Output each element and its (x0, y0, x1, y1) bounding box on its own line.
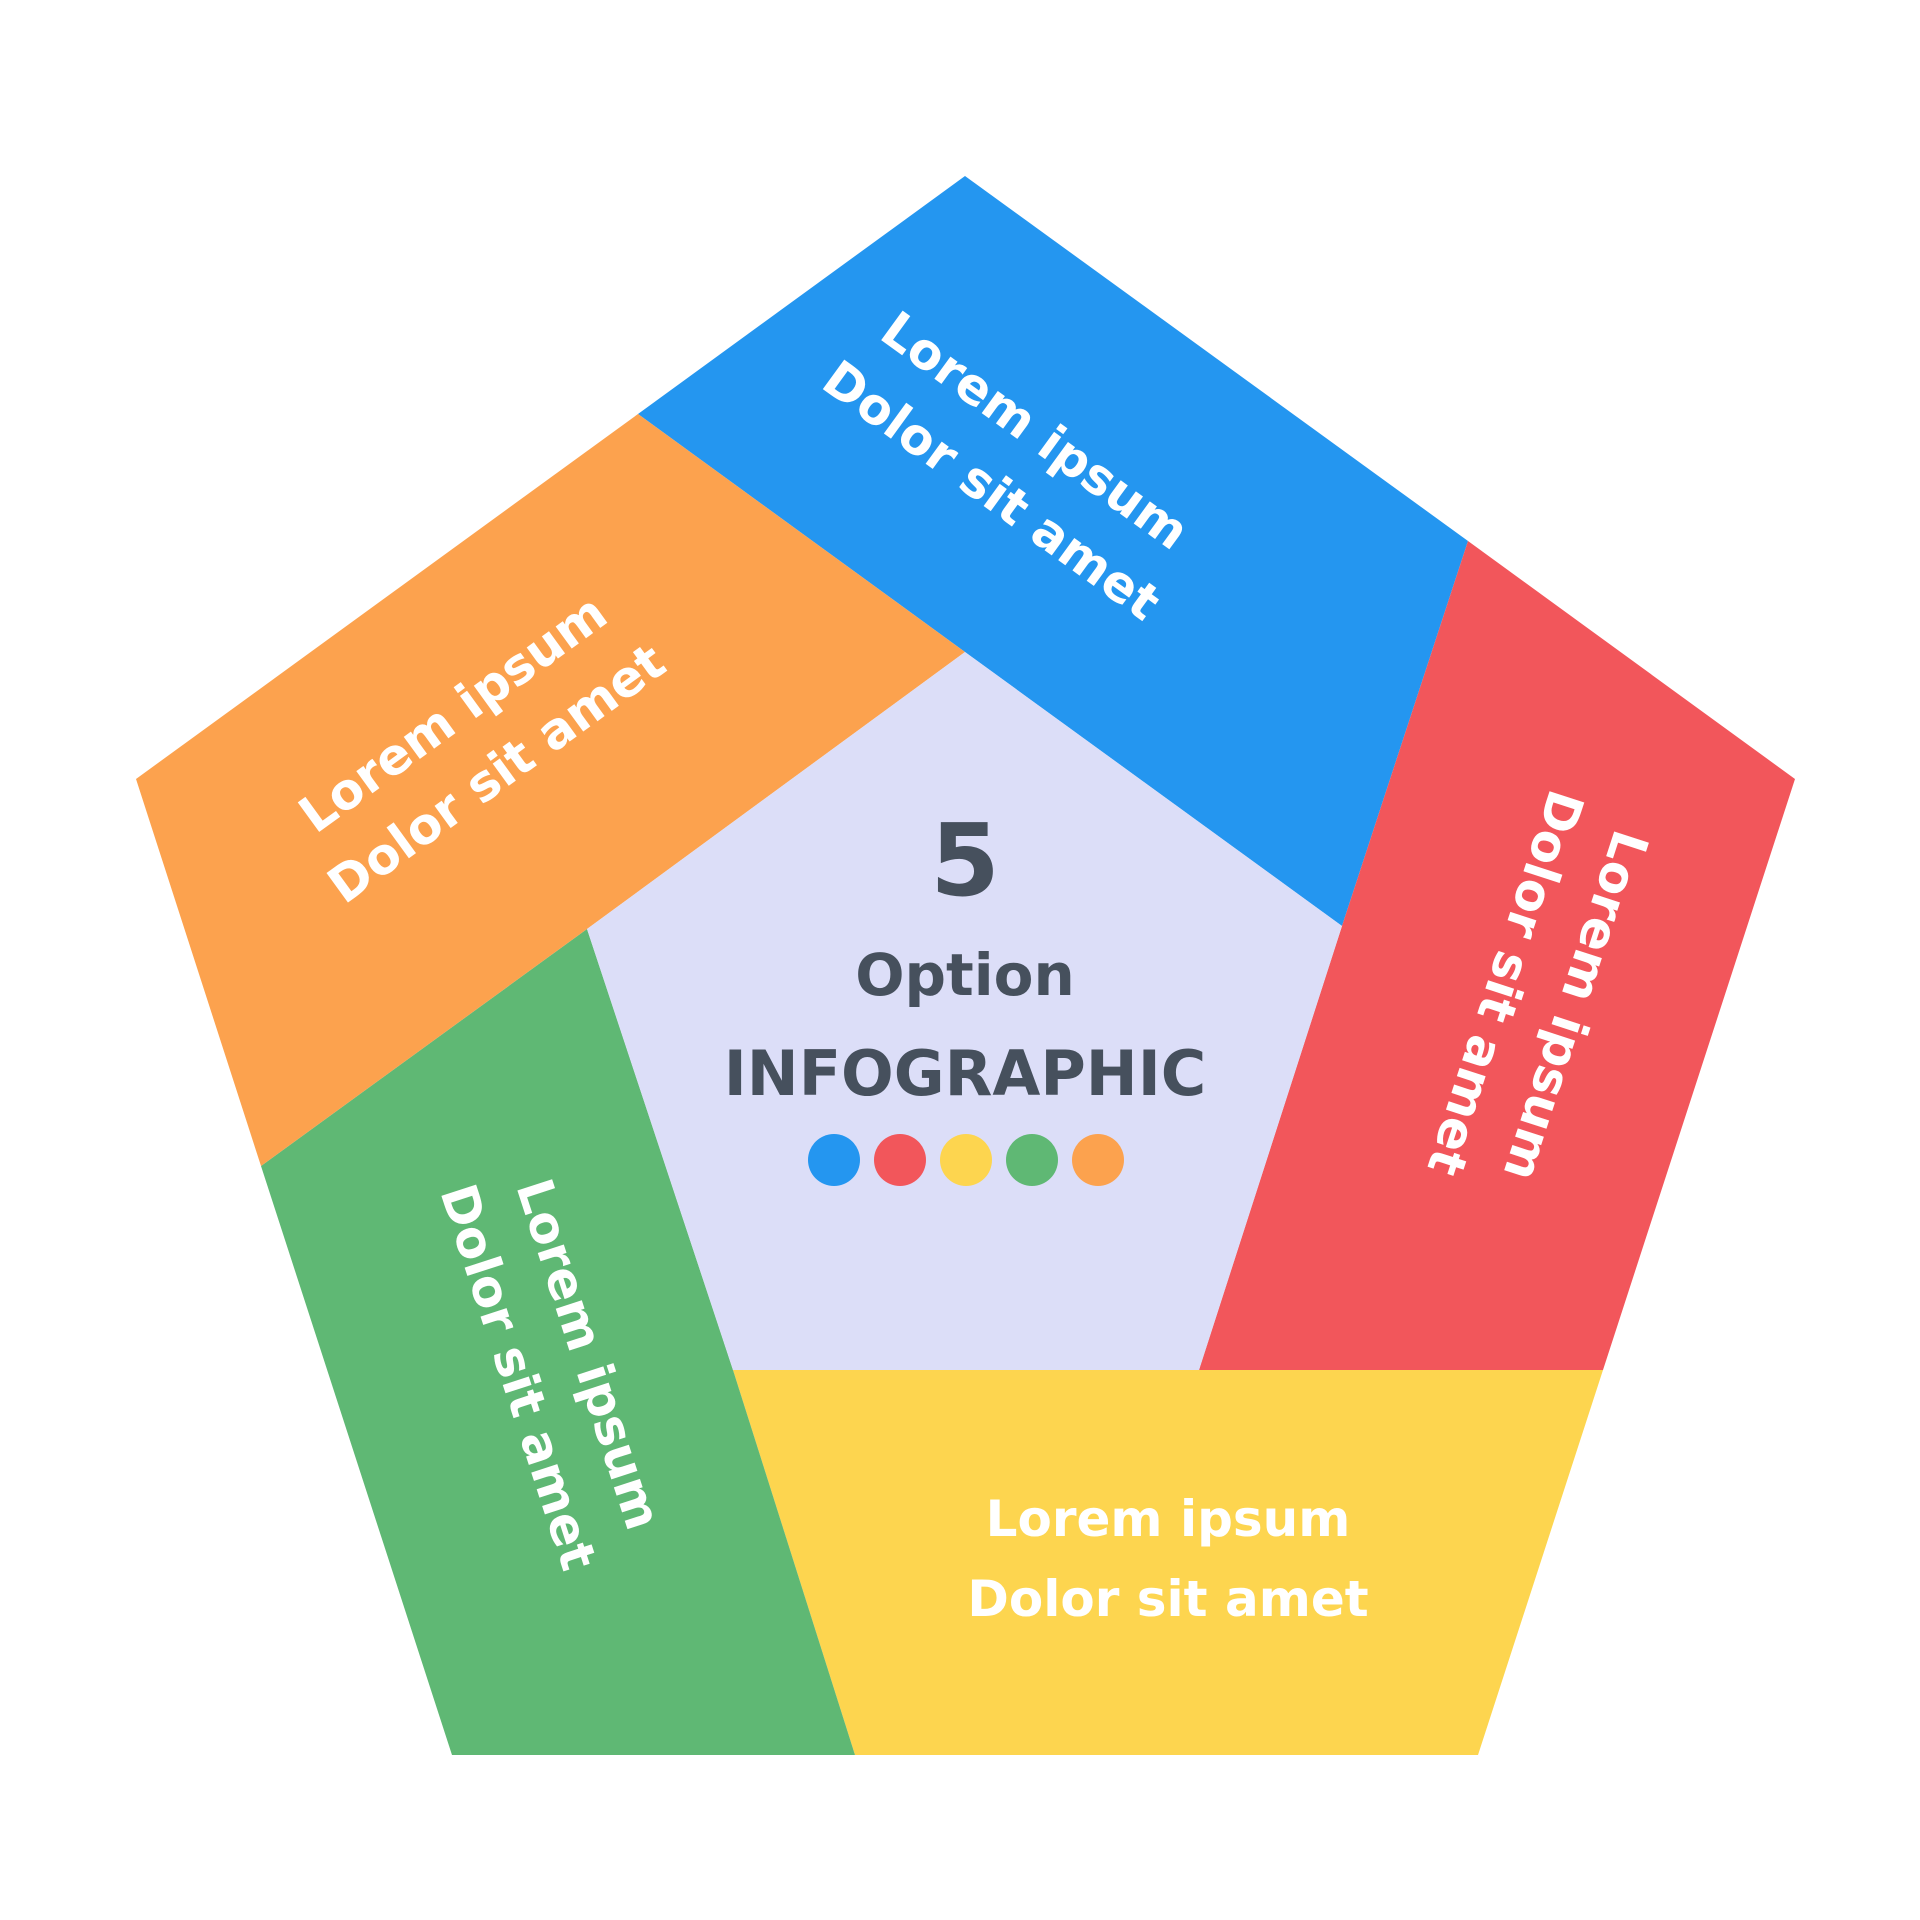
segment-green (261, 929, 855, 1755)
segment-yellow (733, 1370, 1603, 1755)
segment-yellow-line2: Dolor sit amet (967, 1570, 1368, 1628)
center-number: 5 (930, 802, 1000, 919)
center-title: INFOGRAPHIC (724, 1037, 1207, 1110)
color-dot-blue (808, 1134, 860, 1186)
segment-red (1199, 541, 1795, 1370)
segment-yellow-line1: Lorem ipsum (986, 1490, 1351, 1548)
color-dots (808, 1134, 1124, 1186)
segment-yellow-label: Lorem ipsum Dolor sit amet (967, 1490, 1368, 1628)
color-dot-green (1006, 1134, 1058, 1186)
color-dot-yellow (940, 1134, 992, 1186)
segment-blue (638, 176, 1468, 926)
center-option-label: Option (855, 941, 1075, 1009)
center-pentagon (587, 652, 1342, 1370)
segment-orange (136, 414, 965, 1166)
color-dot-orange (1072, 1134, 1124, 1186)
color-dot-red (874, 1134, 926, 1186)
